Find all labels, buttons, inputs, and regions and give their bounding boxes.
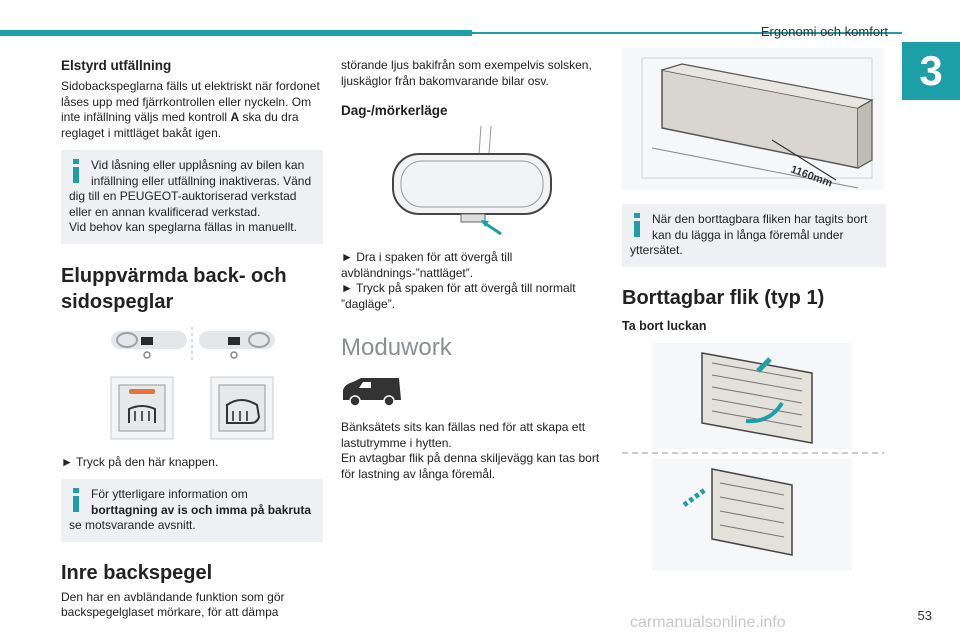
- subheading-ta-bort-luckan: Ta bort luckan: [622, 318, 707, 333]
- paragraph-moduwork-2: En avtagbar flik på denna skiljevägg kan…: [341, 451, 600, 481]
- page-number: 53: [917, 608, 932, 623]
- column-1: Elstyrd utfällning Sidobackspeglarna fäl…: [61, 58, 323, 621]
- heading-dag-morkerlage: Dag-/mörkerläge: [341, 103, 448, 118]
- info-icon: [634, 213, 640, 237]
- step-press-button: ► Tryck på den här knappen.: [61, 454, 219, 469]
- paragraph-moduwork-1: Bänksätets sits kan fällas ned för att s…: [341, 420, 586, 450]
- heading-elstyrd-utfallning: Elstyrd utfällning: [61, 58, 172, 73]
- paragraph-utfallning: Sidobackspeglarna fälls ut elektriskt nä…: [61, 79, 320, 140]
- paragraph-continued: störande ljus bakifrån som exempelvis so…: [341, 58, 592, 88]
- panel-removal-illustration: [622, 342, 884, 571]
- mirror-illustration: [392, 125, 552, 236]
- chapter-number: 3: [902, 42, 960, 100]
- info-box-heated-window: För ytterligare information om borttagni…: [61, 479, 323, 542]
- heading-eluppvarmda-speglar: Eluppvärmda back- och sidospeglar: [61, 264, 287, 313]
- column-3: 1160mm När den borttagbara fliken har ta…: [622, 48, 886, 573]
- info-box-locking: Vid låsning eller upplåsning av bilen ka…: [61, 150, 323, 244]
- header-accent-bar: [0, 30, 472, 36]
- step-day-mode: ► Tryck på spaken för att övergå till no…: [341, 281, 576, 311]
- watermark: carmanualsonline.info: [630, 614, 786, 631]
- page-section-title: Ergonomi och komfort: [760, 24, 888, 39]
- heading-borttagbar-flik: Borttagbar flik (typ 1): [622, 286, 825, 309]
- info-icon: [73, 159, 79, 183]
- paragraph-backspegel: Den har en avbländande funktion som gör …: [61, 589, 285, 620]
- heading-inre-backspegel: Inre backspegel: [61, 561, 213, 584]
- cargo-illustration: 1160mm: [622, 48, 884, 190]
- header-line: [472, 32, 902, 34]
- heated-mirror-illustration: [110, 326, 275, 439]
- info-icon: [73, 488, 79, 512]
- step-night-mode: ► Dra i spaken för att övergå till avblä…: [341, 250, 513, 280]
- info-box-long-items: När den borttagbara fliken har tagits bo…: [622, 204, 886, 267]
- heading-moduwork: Moduwork: [341, 334, 452, 361]
- column-2: störande ljus bakifrån som exempelvis so…: [341, 58, 603, 482]
- van-icon: [343, 378, 401, 407]
